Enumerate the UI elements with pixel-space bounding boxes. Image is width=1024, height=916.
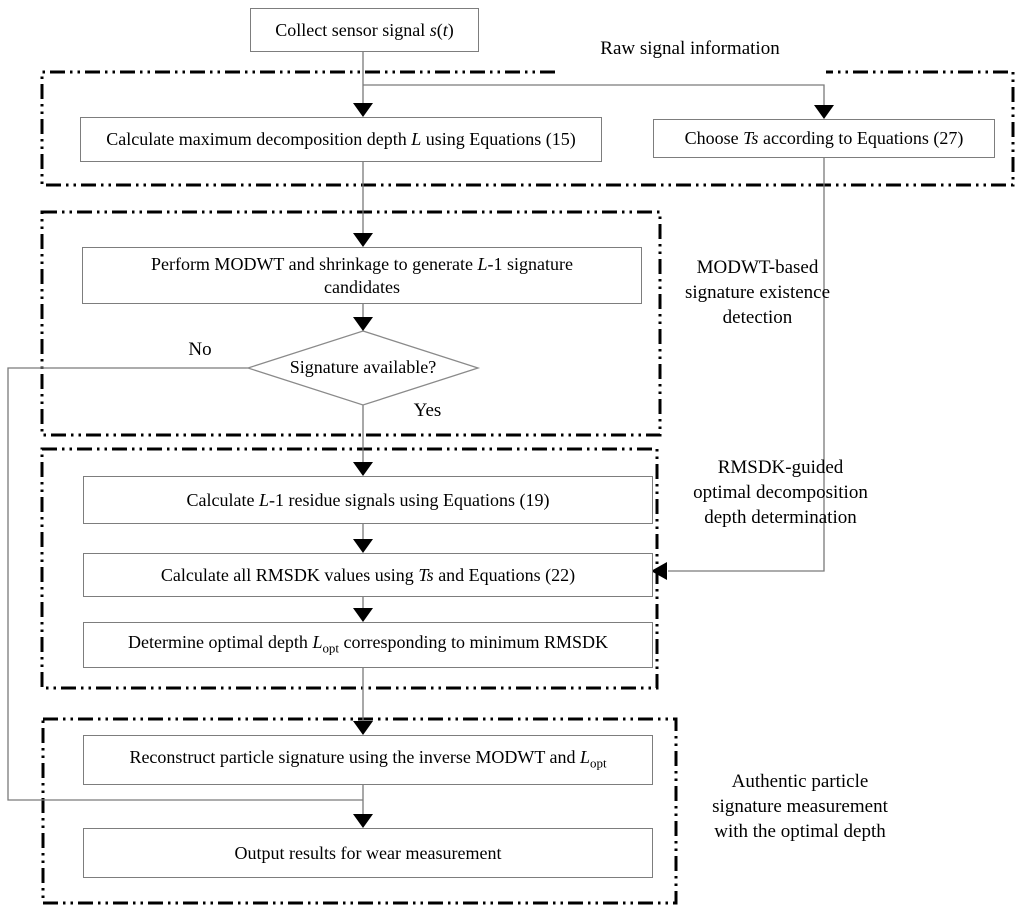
rmsdk-values-text: Calculate all RMSDK values using Ts and … [160,564,576,585]
section-label-rmsdk: RMSDK-guided optimal decomposition depth… [693,457,868,528]
choose-ts-text: Choose Ts according to Equations (27) [684,128,964,148]
output-box: Output results for wear measurement [83,828,653,878]
arrow-into-optimal-depth [353,608,373,622]
decision-question-text: Signature available? [289,357,437,377]
branch-label-no: No [188,339,212,360]
arrow-into-choose-ts [814,105,834,119]
section-label-authentic: Authentic particle signature measurement… [712,771,888,842]
perform-modwt-box: Perform MODWT and shrinkage to generate … [82,247,642,304]
flow-branch-to-ts [363,84,825,106]
calc-depth-box: Calculate maximum decomposition depth L … [80,117,602,162]
arrow-into-decision [353,317,373,331]
section-rmsdk-border [40,447,659,690]
choose-ts-box: Choose Ts according to Equations (27) [653,119,995,158]
residue-text: Calculate L-1 residue signals using Equa… [186,489,550,510]
optimal-depth-box: Determine optimal depth Lopt correspondi… [83,622,653,668]
section-label-raw: Raw signal information [600,38,780,59]
collect-signal-text: Collect sensor signal s(t) [275,19,454,40]
residue-box: Calculate L-1 residue signals using Equa… [83,476,653,524]
output-text: Output results for wear measurement [234,842,502,863]
arrow-ts-into-rmsdk-values [651,562,667,580]
section-modwt-border [40,210,662,437]
optimal-depth-text: Determine optimal depth Lopt correspondi… [127,631,609,656]
branch-label-yes: Yes [413,400,442,421]
reconstruct-text: Reconstruct particle signature using the… [129,746,607,771]
arrow-into-perform [353,233,373,247]
calc-depth-text: Calculate maximum decomposition depth L … [106,129,576,149]
section-raw-border [40,70,1015,187]
arrow-into-rmsdk-values [353,539,373,553]
arrow-into-residue [353,462,373,476]
perform-modwt-text: Perform MODWT and shrinkage to generate … [150,253,574,297]
arrow-into-calc-depth [353,103,373,117]
flow-no-return [7,367,363,801]
arrow-into-output [353,814,373,828]
arrow-into-reconstruct [353,721,373,735]
section-label-modwt: MODWT-based signature existence detectio… [684,257,831,328]
rmsdk-values-box: Calculate all RMSDK values using Ts and … [83,553,653,597]
reconstruct-box: Reconstruct particle signature using the… [83,735,653,785]
flow-ts-feed [668,156,825,572]
collect-signal-box: Collect sensor signal s(t) [250,8,479,52]
section-authentic-border [41,717,678,905]
decision-diamond [245,330,481,406]
